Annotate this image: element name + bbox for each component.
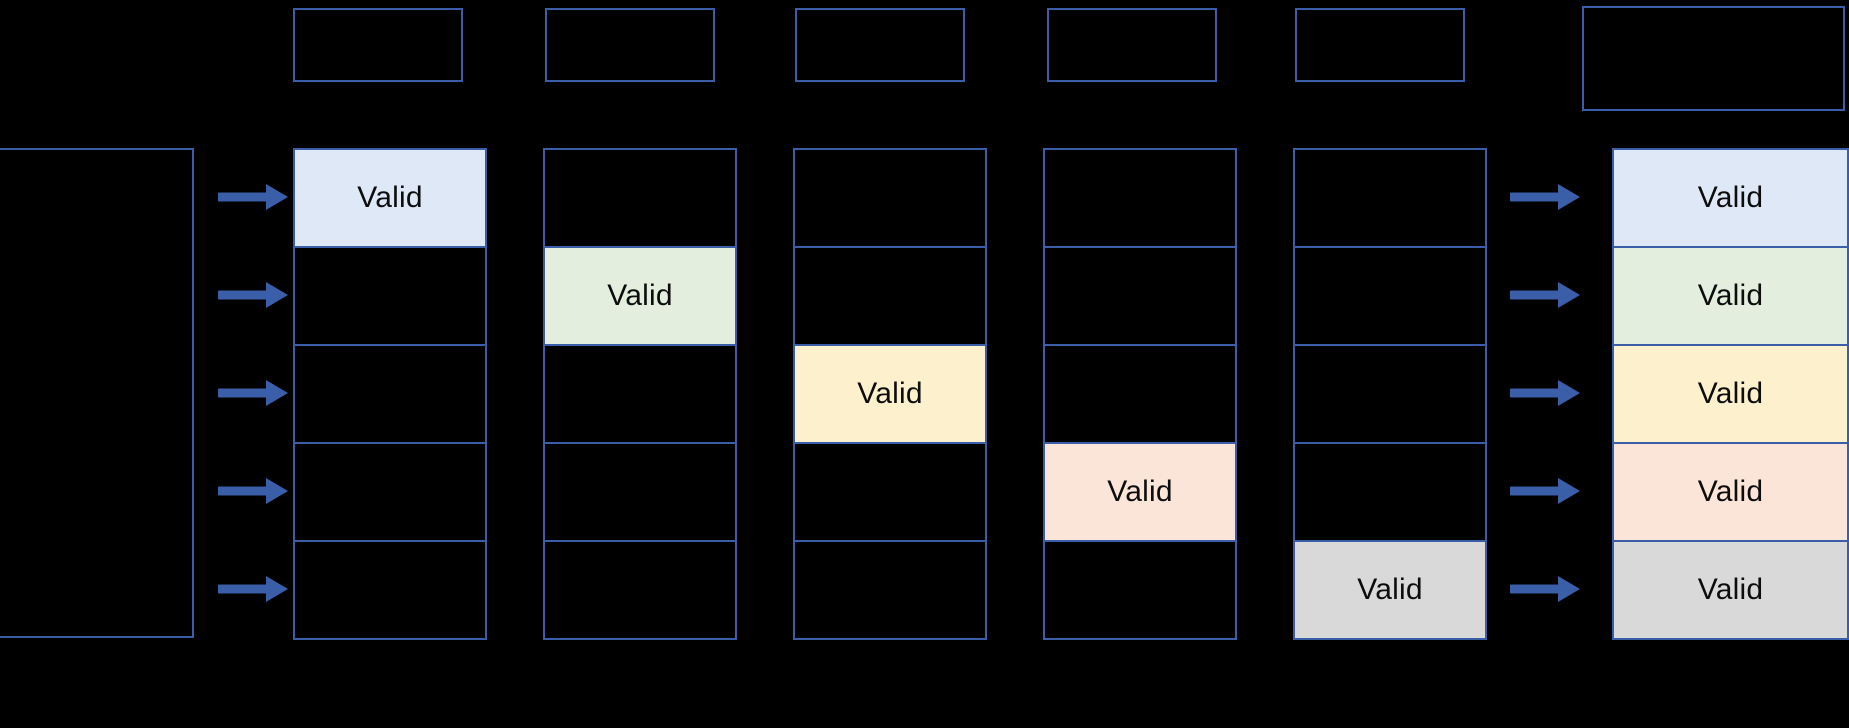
arrow-shaft bbox=[1510, 584, 1560, 594]
column-result-cell-5-label: Valid bbox=[1697, 573, 1764, 606]
column-5-cell-5[interactable]: Valid bbox=[1293, 540, 1487, 640]
arrow-head bbox=[266, 478, 288, 504]
arrows-source-to-column-1-arrow-3-icon bbox=[218, 380, 288, 406]
arrows-column-5-to-result-arrow-3-icon bbox=[1510, 380, 1580, 406]
arrow-shaft bbox=[218, 388, 268, 398]
header-box-6[interactable] bbox=[1582, 6, 1845, 111]
column-5-cell-4[interactable] bbox=[1293, 442, 1487, 542]
column-4-cell-3[interactable] bbox=[1043, 344, 1237, 444]
arrow-head bbox=[1558, 282, 1580, 308]
column-5-cell-1[interactable] bbox=[1293, 148, 1487, 248]
arrows-source-to-column-1-arrow-2-icon bbox=[218, 282, 288, 308]
column-2-cell-2-label: Valid bbox=[607, 279, 673, 312]
header-box-2[interactable] bbox=[545, 8, 715, 82]
arrows-column-5-to-result-arrow-5-icon bbox=[1510, 576, 1580, 602]
column-1-cell-5[interactable] bbox=[293, 540, 487, 640]
column-result-cell-4-label: Valid bbox=[1697, 475, 1764, 508]
arrows-source-to-column-1-arrow-4-icon bbox=[218, 478, 288, 504]
column-4-cell-4[interactable]: Valid bbox=[1043, 442, 1237, 542]
column-5-cell-3[interactable] bbox=[1293, 344, 1487, 444]
column-2-cell-5[interactable] bbox=[543, 540, 737, 640]
arrow-shaft bbox=[218, 192, 268, 202]
column-1-cell-2[interactable] bbox=[293, 246, 487, 346]
column-1-cell-4[interactable] bbox=[293, 442, 487, 542]
arrows-source-to-column-1-arrow-5-icon bbox=[218, 576, 288, 602]
column-1-cell-3[interactable] bbox=[293, 344, 487, 444]
column-1-cell-1[interactable]: Valid bbox=[293, 148, 487, 248]
column-4-cell-5[interactable] bbox=[1043, 540, 1237, 640]
arrow-head bbox=[1558, 184, 1580, 210]
column-result-cell-5[interactable]: Valid bbox=[1612, 540, 1849, 640]
column-4-cell-2[interactable] bbox=[1043, 246, 1237, 346]
column-result-cell-1[interactable]: Valid bbox=[1612, 148, 1849, 248]
column-2-cell-4[interactable] bbox=[543, 442, 737, 542]
arrow-shaft bbox=[1510, 388, 1560, 398]
column-3-cell-3[interactable]: Valid bbox=[793, 344, 987, 444]
arrow-shaft bbox=[218, 584, 268, 594]
column-4-cell-1[interactable] bbox=[1043, 148, 1237, 248]
arrows-source-to-column-1-arrow-1-icon bbox=[218, 184, 288, 210]
arrow-shaft bbox=[1510, 290, 1560, 300]
header-box-1[interactable] bbox=[293, 8, 463, 82]
column-4-cell-4-label: Valid bbox=[1107, 475, 1173, 508]
arrow-head bbox=[1558, 478, 1580, 504]
arrow-head bbox=[266, 576, 288, 602]
column-1-cell-1-label: Valid bbox=[357, 181, 423, 214]
column-5-cell-5-label: Valid bbox=[1357, 573, 1423, 606]
column-result-cell-3[interactable]: Valid bbox=[1612, 344, 1849, 444]
source-box[interactable] bbox=[0, 148, 194, 638]
column-3-cell-5[interactable] bbox=[793, 540, 987, 640]
column-3-cell-4[interactable] bbox=[793, 442, 987, 542]
arrow-head bbox=[1558, 576, 1580, 602]
column-result-cell-2[interactable]: Valid bbox=[1612, 246, 1849, 346]
header-box-4[interactable] bbox=[1047, 8, 1217, 82]
header-box-3[interactable] bbox=[795, 8, 965, 82]
arrow-shaft bbox=[218, 486, 268, 496]
arrow-head bbox=[266, 282, 288, 308]
column-3-cell-1[interactable] bbox=[793, 148, 987, 248]
arrows-column-5-to-result-arrow-1-icon bbox=[1510, 184, 1580, 210]
column-3-cell-3-label: Valid bbox=[857, 377, 923, 410]
column-result-cell-2-label: Valid bbox=[1697, 279, 1764, 312]
column-result-cell-1-label: Valid bbox=[1697, 181, 1764, 214]
arrows-column-5-to-result-arrow-4-icon bbox=[1510, 478, 1580, 504]
arrow-shaft bbox=[1510, 192, 1560, 202]
column-2-cell-2[interactable]: Valid bbox=[543, 246, 737, 346]
arrow-head bbox=[266, 380, 288, 406]
arrow-shaft bbox=[218, 290, 268, 300]
arrow-head bbox=[266, 184, 288, 210]
header-box-5[interactable] bbox=[1295, 8, 1465, 82]
column-2-cell-3[interactable] bbox=[543, 344, 737, 444]
arrows-column-5-to-result-arrow-2-icon bbox=[1510, 282, 1580, 308]
column-3-cell-2[interactable] bbox=[793, 246, 987, 346]
column-2-cell-1[interactable] bbox=[543, 148, 737, 248]
arrow-shaft bbox=[1510, 486, 1560, 496]
column-result-cell-3-label: Valid bbox=[1697, 377, 1764, 410]
column-5-cell-2[interactable] bbox=[1293, 246, 1487, 346]
arrow-head bbox=[1558, 380, 1580, 406]
column-result-cell-4[interactable]: Valid bbox=[1612, 442, 1849, 542]
